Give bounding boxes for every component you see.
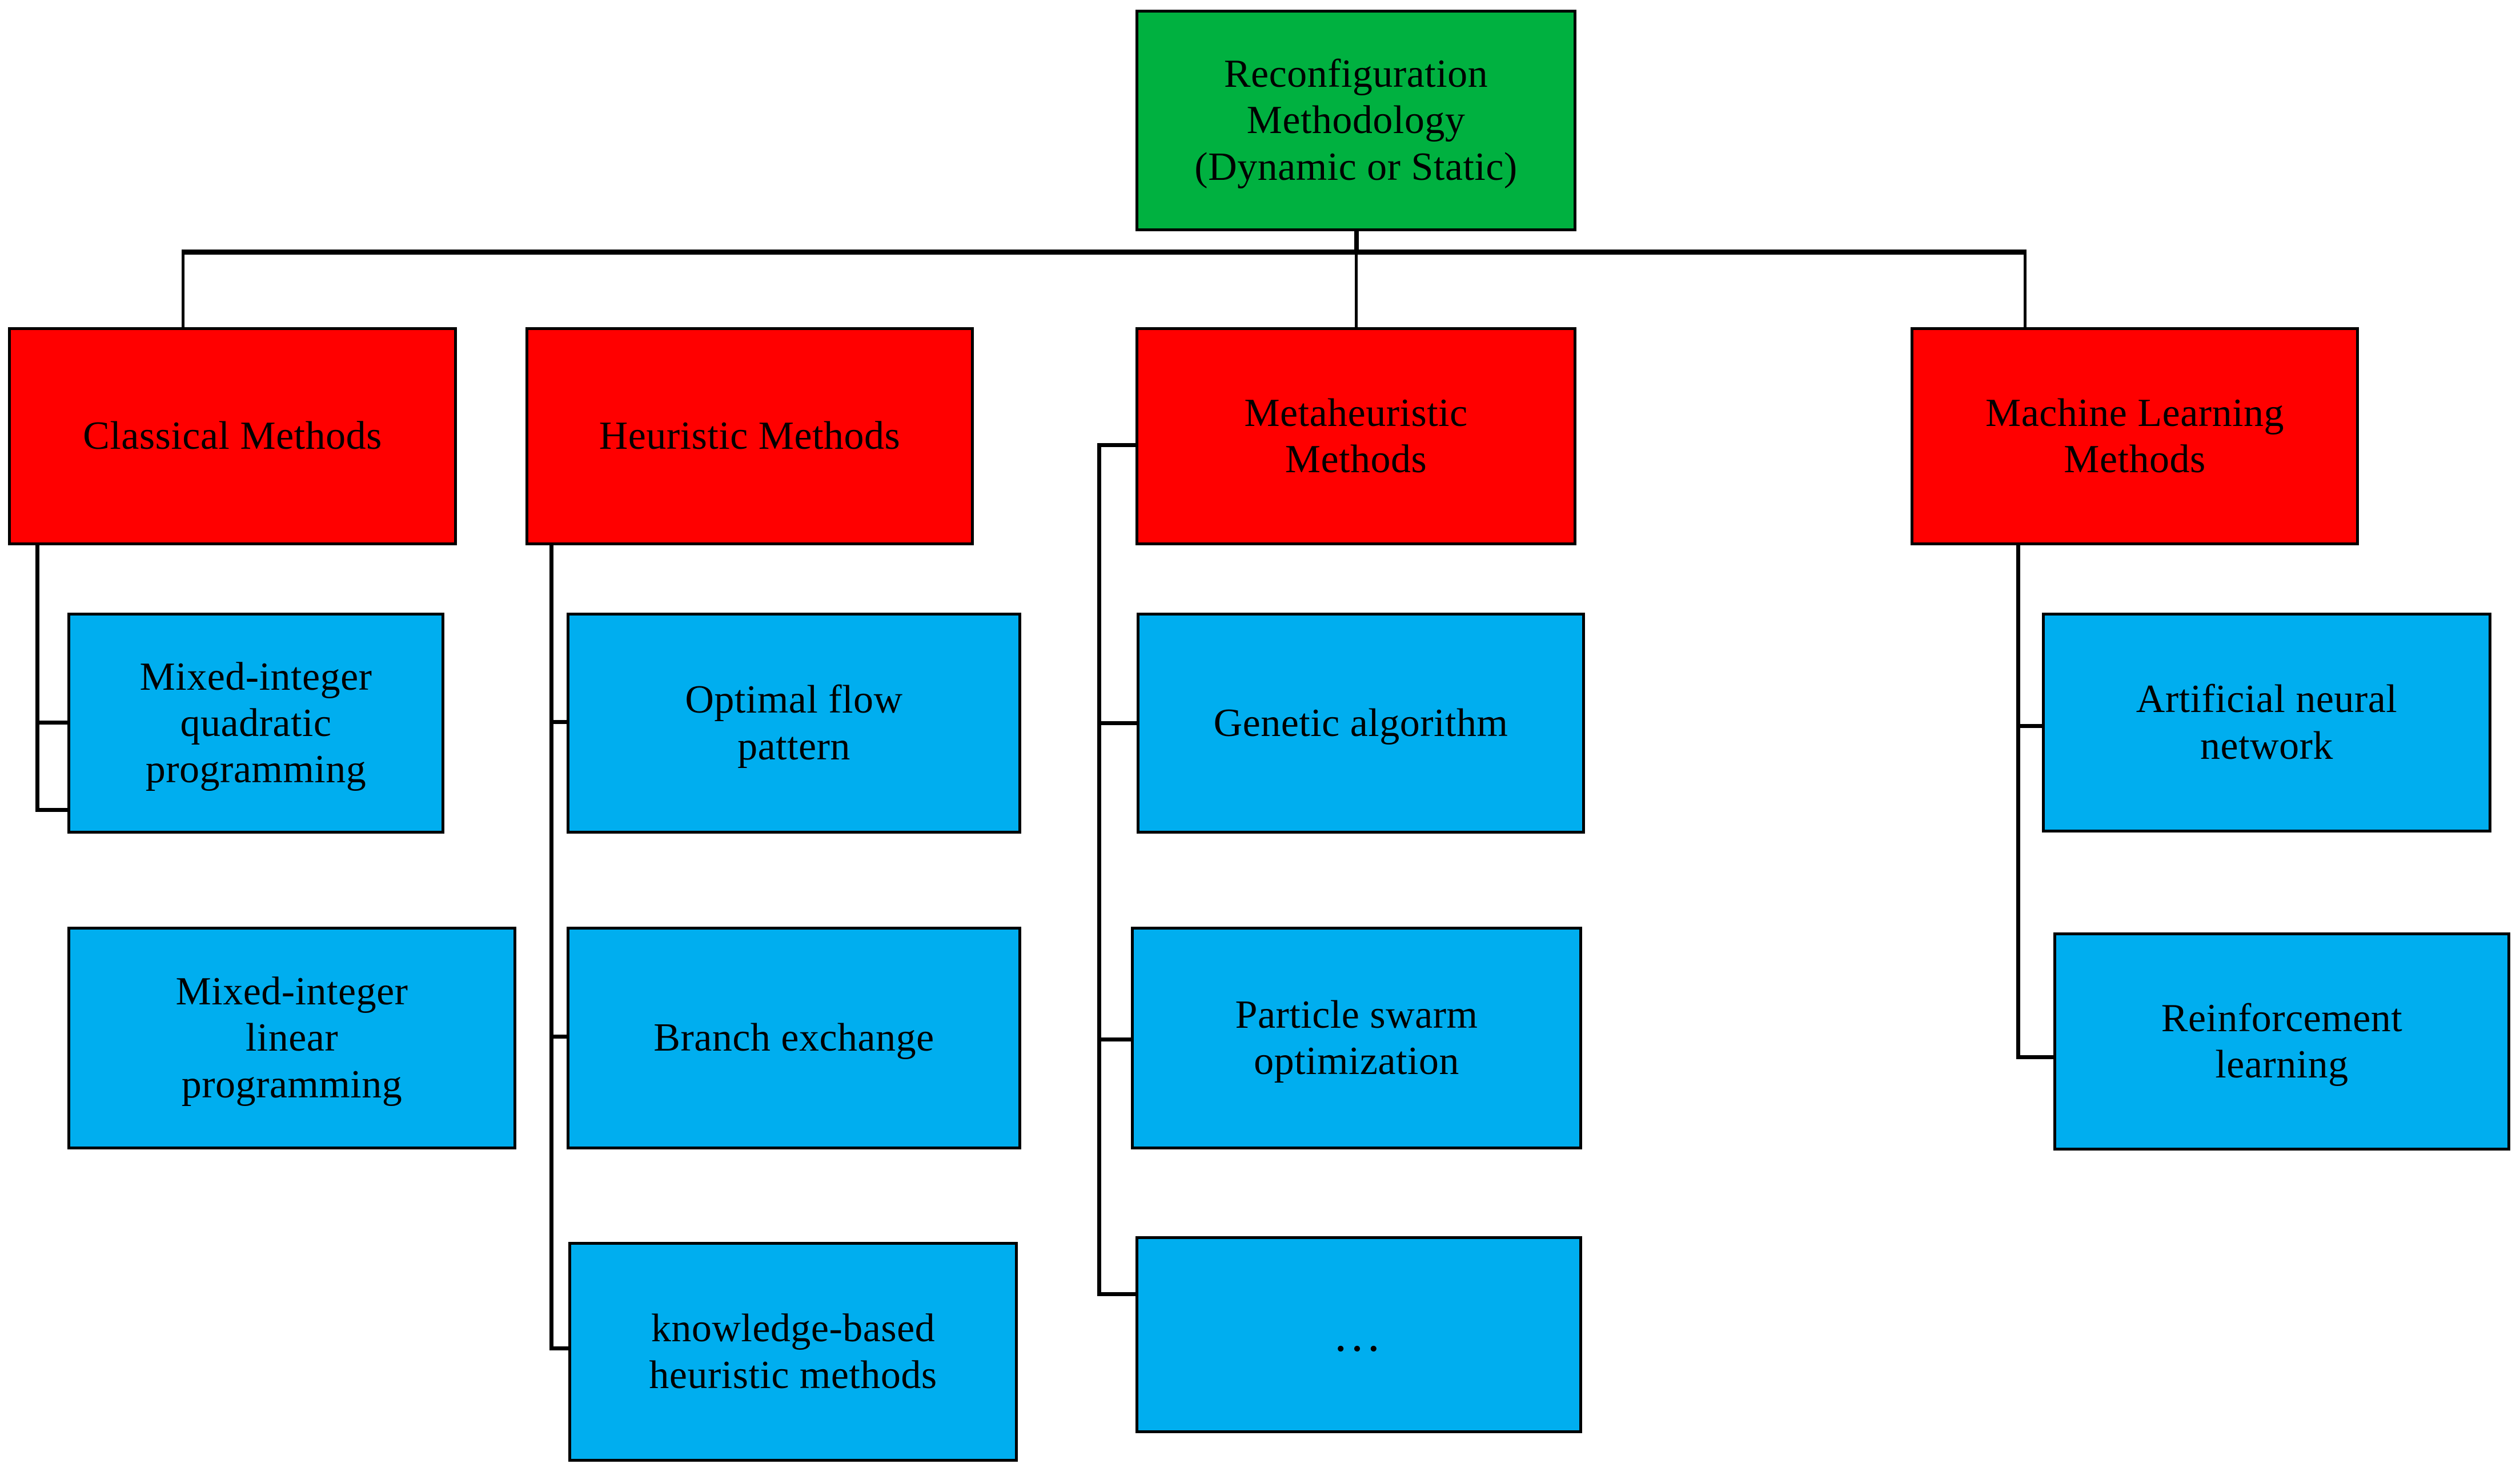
connector-spine-heuristic — [549, 542, 553, 1350]
node-category-machine-learning-methods[interactable]: Machine Learning Methods — [1911, 327, 2359, 545]
connector-stub-metaheuristic-2 — [1097, 1037, 1134, 1041]
node-category-metaheuristic-methods[interactable]: Metaheuristic Methods — [1135, 327, 1576, 545]
node-leaf-label: Mixed-integer quadratic programming — [139, 654, 372, 792]
connector-spine-metaheuristic — [1097, 443, 1101, 1296]
connector-stub-heuristic-3 — [549, 1346, 571, 1350]
connector-stub-metaheuristic-3 — [1097, 1292, 1138, 1296]
node-category-machine-learning-methods-label: Machine Learning Methods — [1985, 391, 2285, 481]
node-root-reconfiguration-methodology[interactable]: Reconfiguration Methodology (Dynamic or … — [1135, 10, 1576, 231]
node-leaf-branch-exchange[interactable]: Branch exchange — [567, 927, 1021, 1149]
connector-drop-ml — [2024, 250, 2027, 333]
node-leaf-optimal-flow-pattern[interactable]: Optimal flow pattern — [567, 613, 1021, 834]
connector-stub-heuristic-2 — [549, 1035, 571, 1039]
node-leaf-label: Mixed-integer linear programming — [175, 970, 408, 1107]
connector-stub-ml-2 — [2016, 1055, 2057, 1059]
connector-drop-metaheuristic — [1355, 250, 1358, 333]
connector-stub-metaheuristic-1 — [1097, 721, 1138, 725]
connector-spine-classical — [35, 542, 39, 812]
node-category-heuristic-methods[interactable]: Heuristic Methods — [525, 327, 974, 545]
node-category-classical-methods[interactable]: Classical Methods — [8, 327, 457, 545]
connector-stub-classical-1 — [35, 721, 71, 725]
node-category-metaheuristic-methods-label: Metaheuristic Methods — [1244, 391, 1468, 481]
node-leaf-label: Particle swarm optimization — [1235, 992, 1478, 1083]
node-leaf-label: Genetic algorithm — [1213, 701, 1508, 745]
connector-stub-metaheuristic-top — [1097, 443, 1138, 447]
node-category-heuristic-methods-label: Heuristic Methods — [599, 414, 901, 459]
node-leaf-genetic-algorithm[interactable]: Genetic algorithm — [1137, 613, 1585, 834]
node-leaf-label: Branch exchange — [653, 1016, 934, 1060]
node-leaf-knowledge-based-heuristic-methods[interactable]: knowledge-based heuristic methods — [568, 1242, 1018, 1462]
node-leaf-label: … — [1333, 1306, 1385, 1362]
node-leaf-particle-swarm-optimization[interactable]: Particle swarm optimization — [1131, 927, 1582, 1149]
node-leaf-ellipsis[interactable]: … — [1135, 1236, 1582, 1433]
connector-root-stem — [1354, 228, 1359, 254]
connector-stub-classical-2 — [35, 808, 71, 812]
node-root-label: Reconfiguration Methodology (Dynamic or … — [1194, 52, 1518, 189]
connector-drop-classical — [182, 250, 184, 333]
connector-stub-ml-1 — [2016, 724, 2046, 728]
node-category-classical-methods-label: Classical Methods — [83, 414, 382, 459]
node-leaf-mixed-integer-linear-programming[interactable]: Mixed-integer linear programming — [67, 927, 516, 1149]
node-leaf-mixed-integer-quadratic-programming[interactable]: Mixed-integer quadratic programming — [67, 613, 444, 834]
connector-spine-ml — [2016, 542, 2020, 1059]
node-leaf-label: Optimal flow pattern — [685, 678, 903, 769]
node-leaf-reinforcement-learning[interactable]: Reinforcement learning — [2053, 932, 2510, 1151]
connector-main-bus — [182, 250, 2027, 255]
node-leaf-label: knowledge-based heuristic methods — [649, 1306, 937, 1397]
node-leaf-label: Artificial neural network — [2136, 677, 2398, 768]
connector-stub-heuristic-1 — [549, 720, 571, 724]
node-leaf-artificial-neural-network[interactable]: Artificial neural network — [2042, 613, 2491, 832]
node-leaf-label: Reinforcement learning — [2161, 996, 2403, 1087]
